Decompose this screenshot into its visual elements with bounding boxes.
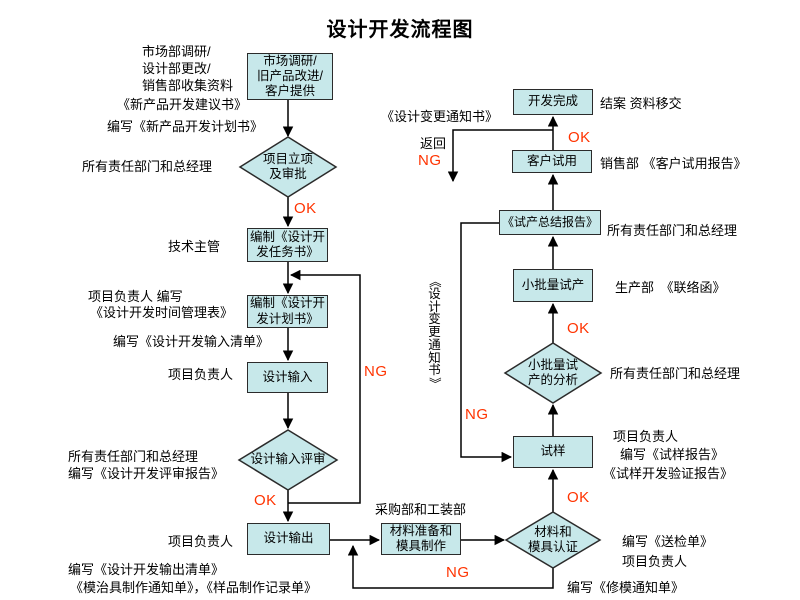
node-customer-trial: 客户试用	[512, 150, 592, 173]
annotation-sales-trial-report: 销售部 《客户试用报告》	[600, 156, 747, 171]
annotation-all-depts-gm-3: 所有责任部门和总经理	[607, 223, 738, 238]
annotation-sample-verify-report: 《试样开发验证报告》	[603, 466, 734, 481]
annotation-close-handover: 结案 资料移交	[600, 96, 682, 111]
node-task-book-line2: 发任务书》	[256, 245, 319, 259]
node-plan-book-line2: 发计划书》	[256, 311, 319, 326]
node-pilot-analysis: 小批量试 产的分析	[505, 343, 601, 403]
ng-line-return	[447, 129, 553, 183]
node-trial-sample: 试样	[513, 436, 593, 468]
node-task-book-line1: 编制《设计开	[249, 229, 325, 244]
node-pilot-production: 小批量试产	[513, 269, 593, 302]
annotation-time-mgmt-table: 《设计开发时间管理表》	[90, 305, 234, 320]
node-material-cert: 材料和 模具认证	[506, 512, 600, 568]
flag-ok-customer-trial: OK	[568, 129, 591, 146]
node-market-input: 市场调研/ 旧产品改进/ 客户提供	[247, 53, 333, 100]
node-design-input: 设计输入	[247, 362, 328, 393]
annotation-pm-write: 项目负责人 编写	[88, 289, 183, 304]
node-market-input-line1: 市场调研/	[263, 53, 317, 68]
node-market-input-line3: 客户提供	[264, 84, 315, 99]
node-project-approval: 项目立项 及审批	[240, 137, 336, 197]
annotation-write-input-list: 编写《设计开发输入清单》	[113, 334, 270, 349]
node-plan-book: 编制《设计开 发计划书》	[247, 295, 328, 328]
annotation-all-depts-gm-4: 所有责任部门和总经理	[610, 366, 741, 381]
node-material-cert-line1: 材料和	[534, 524, 572, 539]
ng-line-review-feedback	[288, 269, 361, 504]
annotation-write-review-report: 编写《设计开发评审报告》	[68, 466, 225, 481]
node-pilot-analysis-line1: 小批量试	[527, 357, 578, 372]
node-design-output: 设计输出	[247, 523, 330, 555]
annotation-project-manager-1: 项目负责人	[168, 367, 234, 382]
page-title: 设计开发流程图	[326, 19, 474, 41]
node-pilot-analysis-line2: 产的分析	[527, 373, 578, 387]
annotation-market-sources-2: 设计部更改/	[142, 61, 211, 76]
ng-line-mold-repair	[347, 544, 554, 589]
annotation-project-manager-3: 项目负责人	[613, 429, 679, 444]
node-material-prep-line1: 材料准备和	[389, 523, 453, 538]
flag-ng-review: NG	[364, 363, 388, 380]
pilot-analysis-diamond	[503, 342, 603, 404]
annotation-write-inspection: 编写《送检单》	[622, 534, 714, 549]
annotation-write-sample-report: 编写《试样报告》	[620, 447, 725, 462]
annotation-change-notice-horizontal: 《设计变更通知书》	[381, 109, 499, 124]
annotation-production-liaison: 生产部 《联络函》	[615, 280, 726, 295]
ng-line-report-to-sample	[460, 222, 513, 463]
annotation-project-manager-2: 项目负责人	[168, 534, 234, 549]
flag-ok-pilot-analysis: OK	[567, 320, 590, 337]
annotation-proposal-doc: 《新产品开发建议书》	[117, 97, 248, 112]
annotation-market-sources-1: 市场部调研/	[142, 44, 211, 59]
annotation-all-depts-gm-1: 所有责任部门和总经理	[82, 159, 213, 174]
annotation-purchasing-tooling: 采购部和工装部	[375, 502, 467, 517]
node-market-input-line2: 旧产品改进/	[257, 68, 323, 83]
annotation-tech-director: 技术主管	[168, 239, 221, 254]
flag-ng-return: NG	[418, 152, 442, 169]
node-dev-complete: 开发完成	[513, 89, 593, 115]
flag-ng-material-cert: NG	[446, 564, 470, 581]
annotation-write-mold-repair: 编写《修模通知单》	[567, 580, 685, 595]
flag-ok-approval: OK	[294, 200, 317, 217]
node-task-book: 编制《设计开 发任务书》	[247, 228, 328, 262]
flag-ok-material-cert: OK	[567, 489, 590, 506]
flag-ok-review: OK	[254, 492, 277, 509]
project-approval-diamond	[238, 136, 338, 198]
material-cert-diamond	[504, 511, 602, 569]
annotation-write-dev-plan: 编写《新产品开发计划书》	[107, 119, 264, 134]
node-material-prep: 材料准备和 模具制作	[381, 523, 461, 555]
flag-ng-pilot-report: NG	[465, 406, 489, 423]
annotation-project-manager-4: 项目负责人	[622, 554, 688, 569]
design-input-review-diamond	[237, 429, 339, 491]
annotation-all-depts-gm-2: 所有责任部门和总经理	[68, 449, 199, 464]
node-material-prep-line2: 模具制作	[395, 539, 446, 553]
annotation-market-sources-3: 销售部收集资料	[142, 78, 234, 93]
annotation-change-notice-vertical: 《设计变更通知书》	[427, 275, 442, 390]
node-project-approval-line1: 项目立项	[262, 151, 313, 166]
annotation-mold-sample-docs: 《模治具制作通知单》，《样品制作记录单》	[70, 580, 318, 595]
node-project-approval-line2: 及审批	[269, 167, 307, 181]
node-design-input-review: 设计输入评审	[250, 452, 326, 467]
node-plan-book-line1: 编制《设计开	[249, 296, 325, 311]
node-pilot-report: 《试产总结报告》	[499, 210, 601, 235]
node-material-cert-line2: 模具认证	[527, 540, 578, 554]
label-return: 返回	[420, 136, 447, 151]
annotation-write-output-list: 编写《设计开发输出清单》	[68, 562, 225, 577]
